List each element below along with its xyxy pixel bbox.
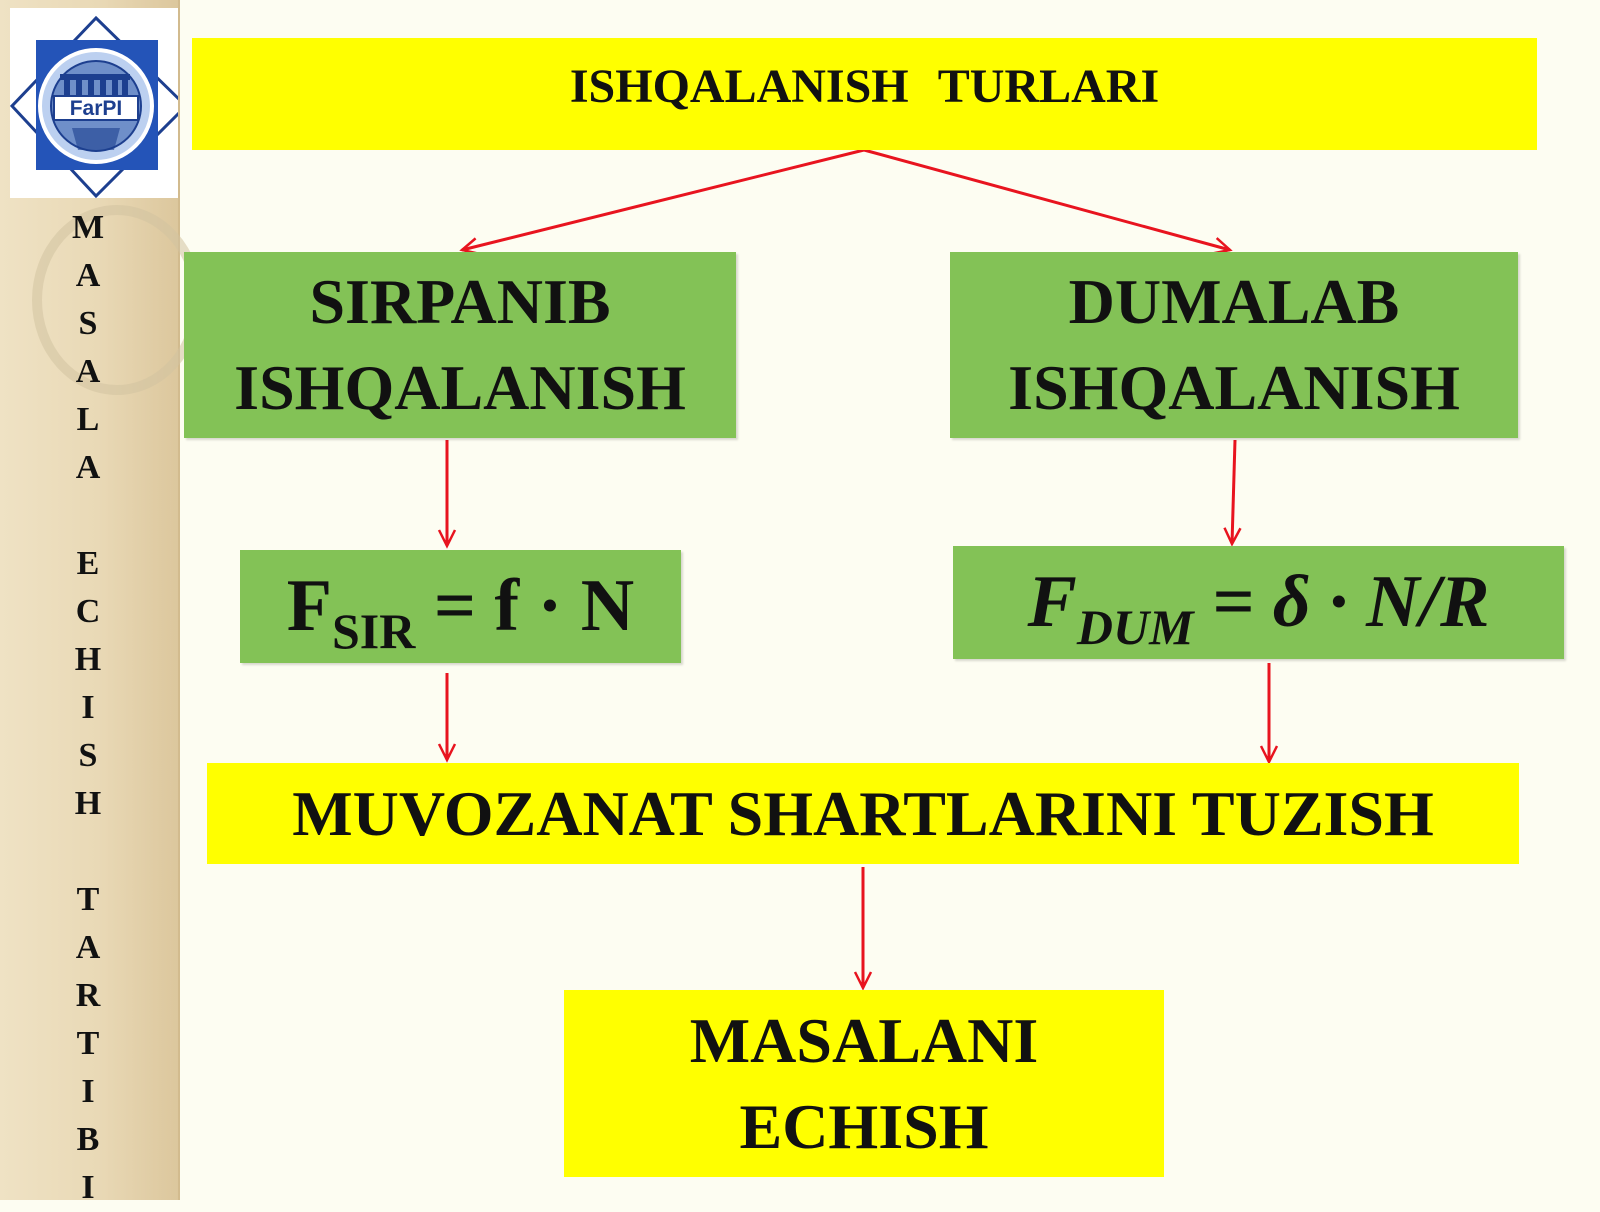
side-letter: I <box>81 689 95 726</box>
arrow-title-to-sliding <box>459 148 865 256</box>
formula-symbol: F <box>1027 561 1077 643</box>
arrow-title-to-rolling <box>863 148 1233 255</box>
formula-symbol: F <box>286 565 332 647</box>
side-letter: T <box>76 881 100 918</box>
rolling-line2: ISHQALANISH <box>1008 352 1460 423</box>
sliding-formula-box: FSIR = f · N <box>240 550 681 663</box>
side-letter: B <box>76 1121 100 1158</box>
sliding-line1: SIRPANIB <box>309 266 611 337</box>
side-letter: A <box>75 929 101 966</box>
logo-container: FarPI <box>10 8 178 198</box>
solve-line2: ECHISH <box>739 1090 989 1162</box>
side-letter <box>60 492 116 540</box>
sliding-friction-box: SIRPANIB ISHQALANISH <box>184 252 736 438</box>
formula-rhs: = δ · N/R <box>1193 561 1490 643</box>
vertical-side-label: M A S A L A E C H I S H T A R T I B I <box>60 204 116 1212</box>
side-letter: H <box>74 641 102 678</box>
rolling-formula: FDUM = δ · N/R <box>1027 560 1490 655</box>
side-letter: S <box>78 737 98 774</box>
side-letter: I <box>81 1073 95 1110</box>
side-letter: H <box>74 785 102 822</box>
side-letter: I <box>81 1169 95 1206</box>
formula-rhs: = f · N <box>415 565 635 647</box>
sliding-line2: ISHQALANISH <box>234 352 686 423</box>
side-letter: A <box>75 449 101 486</box>
solve-line1: MASALANI <box>689 1004 1039 1076</box>
side-letter: E <box>76 545 100 582</box>
side-letter: T <box>76 1025 100 1062</box>
side-letter: M <box>71 209 105 246</box>
side-letter: C <box>75 593 101 630</box>
side-letter: S <box>78 305 98 342</box>
formula-subscript: SIR <box>331 603 416 659</box>
sliding-formula: FSIR = f · N <box>286 564 635 659</box>
equilibrium-label: MUVOZANAT SHARTLARINI TUZISH <box>292 777 1434 849</box>
title-box: ISHQALANISH TURLARI <box>192 38 1537 150</box>
solve-box: MASALANI ECHISH <box>564 990 1164 1177</box>
rolling-formula-box: FDUM = δ · N/R <box>953 546 1564 659</box>
side-letter: L <box>76 401 100 438</box>
side-letter: A <box>75 353 101 390</box>
page-title: ISHQALANISH TURLARI <box>569 59 1160 113</box>
side-letter <box>60 828 116 876</box>
formula-subscript: DUM <box>1076 599 1194 655</box>
rolling-line1: DUMALAB <box>1068 266 1400 337</box>
logo-text: FarPI <box>70 97 123 120</box>
side-letter: A <box>75 257 101 294</box>
rolling-friction-box: DUMALAB ISHQALANISH <box>950 252 1518 438</box>
farpi-logo: FarPI <box>10 15 178 198</box>
arrow-rolling-to-formula <box>1223 439 1242 547</box>
sidebar: FarPI M A S A L A E C H I S H T A R T I … <box>0 0 202 1206</box>
equilibrium-box: MUVOZANAT SHARTLARINI TUZISH <box>207 763 1519 864</box>
side-letter: R <box>75 977 101 1014</box>
